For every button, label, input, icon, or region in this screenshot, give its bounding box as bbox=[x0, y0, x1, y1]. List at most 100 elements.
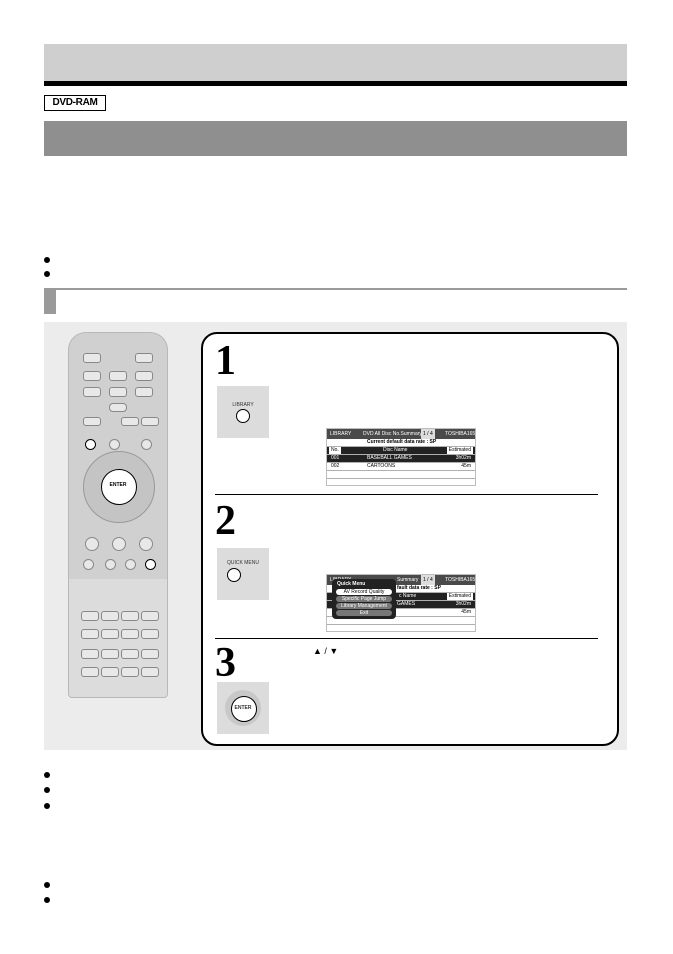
rate-row: Current default data rate : SP bbox=[327, 439, 475, 447]
row-name: GAMES bbox=[397, 601, 416, 607]
enter-key-icon bbox=[231, 696, 257, 722]
quick-menu-item: Specific Page Jump bbox=[336, 596, 392, 602]
col-name: Disc Name bbox=[383, 447, 408, 453]
row-est: 3h02m bbox=[455, 455, 471, 461]
rate-row: fault data rate : SP bbox=[327, 585, 475, 593]
table-row bbox=[327, 625, 475, 631]
screen-title-bar: LIBRARY DVD All Disc No.Summary 1 / 4 TO… bbox=[327, 429, 475, 439]
key-label: LIBRARY bbox=[232, 402, 254, 408]
quick-menu-item: AV Record Quality bbox=[336, 589, 392, 595]
remote-button bbox=[83, 353, 101, 363]
remote-button bbox=[141, 417, 159, 426]
remote-button bbox=[83, 371, 101, 381]
remote-button bbox=[109, 439, 120, 450]
step-divider bbox=[215, 638, 598, 639]
col-name: c Name bbox=[399, 593, 417, 599]
chapter-header-bar bbox=[44, 44, 627, 81]
remote-button bbox=[141, 629, 159, 639]
remote-button bbox=[135, 371, 153, 381]
remote-button bbox=[121, 417, 139, 426]
step-number: 1 bbox=[215, 338, 236, 384]
rate-label: fault data rate : SP bbox=[397, 585, 441, 591]
table-row bbox=[327, 479, 475, 485]
remote-button bbox=[83, 417, 101, 426]
table-row: 002 CARTOONS 45m bbox=[327, 463, 475, 471]
remote-dpad bbox=[101, 469, 137, 505]
steps-box bbox=[201, 332, 619, 746]
remote-button bbox=[141, 667, 159, 677]
subsection-tab bbox=[44, 290, 56, 314]
remote-button bbox=[81, 629, 99, 639]
rate-label: Current default data rate : SP bbox=[367, 439, 437, 445]
remote-button bbox=[121, 649, 139, 659]
enter-key-illustration: ENTER bbox=[217, 682, 269, 734]
screen-page: 1 / 4 bbox=[421, 575, 435, 585]
key-label: QUICK MENU bbox=[227, 560, 259, 566]
remote-button bbox=[83, 387, 101, 397]
remote-button bbox=[109, 387, 127, 397]
key-label: ENTER bbox=[234, 705, 252, 711]
remote-quick-menu-button bbox=[145, 559, 156, 570]
quick-menu-screen: LIBRARY Summary 1 / 4 TOSHIBA165 fault d… bbox=[326, 574, 476, 632]
remote-button bbox=[101, 629, 119, 639]
screen-title: LIBRARY bbox=[330, 431, 352, 437]
remote-pause-button bbox=[85, 537, 99, 551]
remote-button bbox=[141, 649, 159, 659]
quick-menu-item: Library Management bbox=[336, 603, 392, 609]
remote-enter-label: ENTER bbox=[109, 482, 127, 488]
bullet-icon bbox=[44, 257, 50, 263]
remote-play-button bbox=[139, 537, 153, 551]
remote-button bbox=[141, 611, 159, 621]
bullet-icon bbox=[44, 897, 50, 903]
subsection-header bbox=[44, 288, 627, 314]
remote-button bbox=[101, 611, 119, 621]
remote-control-illustration: ENTER bbox=[68, 332, 168, 698]
quick-menu-title: Quick Menu bbox=[337, 581, 366, 587]
section-header-bar bbox=[44, 121, 627, 156]
row-est: 3h02m bbox=[455, 601, 471, 607]
row-no: 002 bbox=[331, 463, 340, 469]
remote-button bbox=[81, 667, 99, 677]
table-row: 45m bbox=[327, 609, 475, 617]
library-key-icon bbox=[236, 409, 250, 423]
remote-button bbox=[109, 371, 127, 381]
table-row bbox=[327, 617, 475, 625]
quick-menu-popup: Quick Menu AV Record Quality Specific Pa… bbox=[332, 579, 396, 619]
col-no: No. bbox=[329, 447, 341, 454]
col-est: Estimated bbox=[446, 593, 473, 600]
quick-menu-key-illustration: QUICK MENU bbox=[217, 548, 269, 600]
step-divider bbox=[215, 494, 598, 495]
remote-button bbox=[125, 559, 136, 570]
row-est: 45m bbox=[461, 463, 471, 469]
screen-subtitle: DVD All Disc No.Summary bbox=[363, 431, 422, 437]
row-no: 001 bbox=[331, 455, 340, 461]
dvd-ram-badge: DVD-RAM bbox=[44, 95, 106, 111]
remote-button bbox=[81, 649, 99, 659]
up-down-arrows: ▲ / ▼ bbox=[313, 646, 339, 656]
screen-subtitle: Summary bbox=[397, 577, 419, 583]
chapter-header-rule bbox=[44, 81, 627, 86]
row-name: BASEBALL GAMES bbox=[367, 455, 412, 461]
library-key-illustration: LIBRARY bbox=[217, 386, 269, 438]
quick-menu-item: Exit bbox=[336, 610, 392, 616]
table-row: 001 BASEBALL GAMES 3h02m bbox=[327, 455, 475, 463]
step-number: 2 bbox=[215, 498, 236, 544]
remote-button bbox=[101, 649, 119, 659]
column-header-row: No. Disc Name Estimated bbox=[327, 447, 475, 455]
remote-button bbox=[109, 403, 127, 412]
screen-page: 1 / 4 bbox=[421, 429, 435, 439]
column-header-row: c Name Estimated bbox=[327, 593, 475, 601]
bullet-icon bbox=[44, 772, 50, 778]
remote-button bbox=[83, 559, 94, 570]
screen-info: TOSHIBA165 bbox=[445, 577, 476, 583]
remote-button bbox=[121, 667, 139, 677]
remote-button bbox=[121, 629, 139, 639]
screen-info: TOSHIBA165 bbox=[445, 431, 476, 437]
row-est: 45m bbox=[461, 609, 471, 615]
bullet-icon bbox=[44, 803, 50, 809]
remote-library-button bbox=[85, 439, 96, 450]
step-number: 3 bbox=[215, 640, 236, 686]
bullet-icon bbox=[44, 787, 50, 793]
col-est: Estimated bbox=[446, 447, 473, 454]
bullet-icon bbox=[44, 271, 50, 277]
